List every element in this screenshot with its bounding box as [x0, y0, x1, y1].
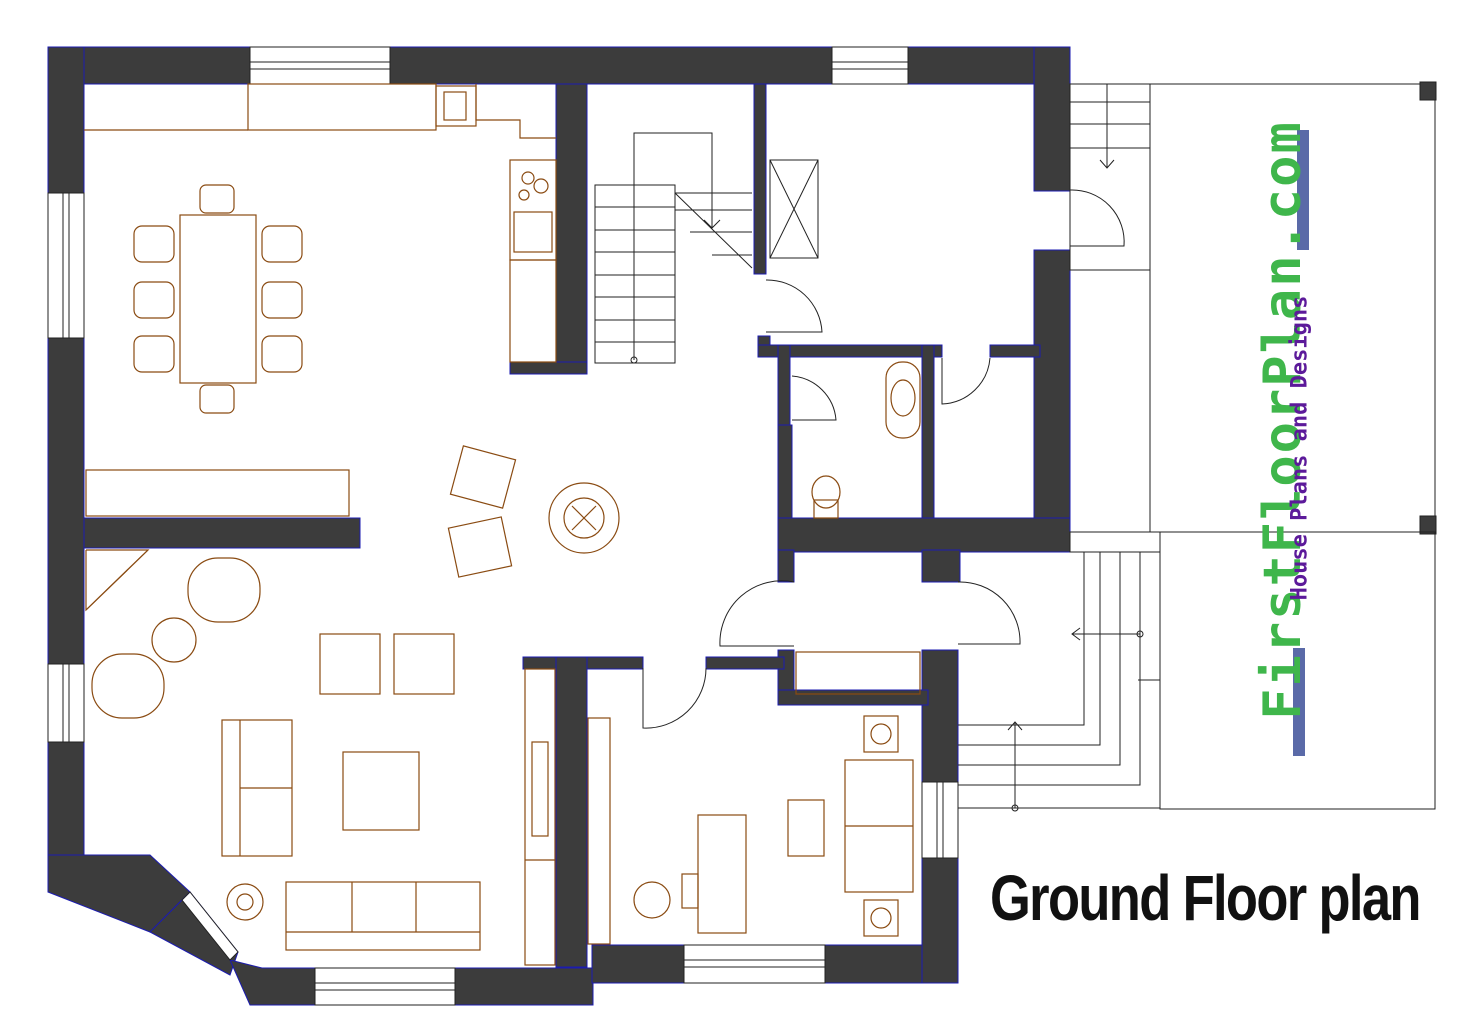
walls	[47, 46, 1071, 1006]
plan-title: Ground Floor plan	[990, 862, 1421, 934]
tagline-text: House Plans and Designs	[1287, 295, 1313, 601]
windows	[47, 46, 959, 1006]
service-shaft	[769, 159, 819, 259]
watermark-bar-bottom	[1293, 648, 1305, 756]
watermark-bar-top	[1297, 130, 1309, 250]
stairs-and-doors	[594, 81, 1437, 812]
furniture	[84, 83, 921, 966]
